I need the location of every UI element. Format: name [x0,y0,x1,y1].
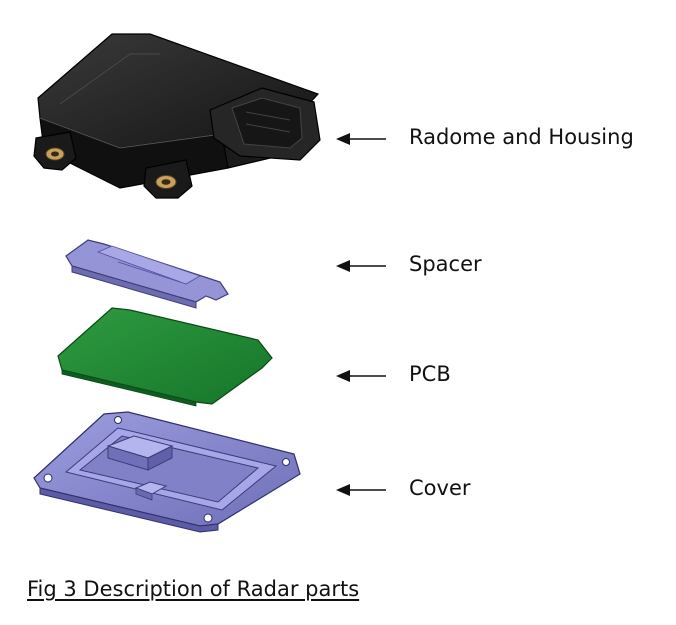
arrow-housing [336,133,386,145]
cover-part [33,411,301,533]
arrow-spacer [336,260,386,272]
arrow-pcb [336,370,386,382]
label-spacer: Spacer [409,252,482,276]
pcb-part [57,307,273,407]
label-radome-housing: Radome and Housing [409,125,634,149]
spacer-part [65,239,229,309]
label-pcb: PCB [409,362,451,386]
radome-housing-part [33,33,321,199]
arrow-cover [336,484,386,496]
figure-caption: Fig 3 Description of Radar parts [27,577,360,601]
label-cover: Cover [409,476,471,500]
